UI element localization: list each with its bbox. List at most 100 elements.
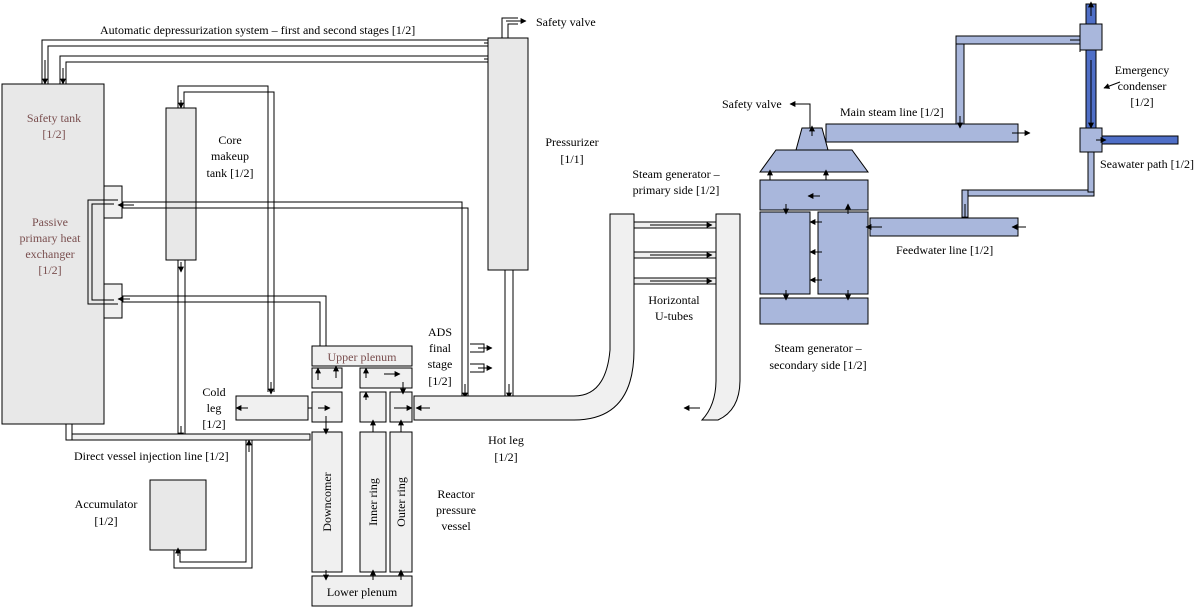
sg-downcomer-section xyxy=(759,211,811,295)
label-inner-ring: Inner ring xyxy=(366,478,380,526)
accumulator xyxy=(149,479,207,551)
emergency-condenser-top xyxy=(1079,23,1103,51)
upper-plenum xyxy=(311,345,413,367)
label-pressurizer: Pressurizer xyxy=(545,135,598,149)
ads-line-2-inner xyxy=(65,61,488,84)
ads-line-1-inner xyxy=(47,45,488,84)
label-safety-tank: Safety tank xyxy=(27,111,81,125)
dvi-line-inner xyxy=(71,424,310,435)
label-main-steam: Main steam line [1/2] xyxy=(840,105,944,119)
label-ads-final-1: ADS xyxy=(428,325,452,339)
label-phx-1: Passive xyxy=(32,215,68,229)
phx-outlet-inner xyxy=(122,301,321,356)
label-phx-4: [1/2] xyxy=(38,263,61,277)
phx-outlet-outer xyxy=(122,295,327,356)
label-cmt-2: makeup xyxy=(211,149,249,163)
label-upper-plenum: Upper plenum xyxy=(328,350,398,364)
label-cold-leg-2: leg xyxy=(207,401,222,415)
upper-plenum-left xyxy=(311,367,343,389)
label-accumulator-count: [1/2] xyxy=(94,514,117,528)
condensate-return-fill-2 xyxy=(1087,151,1095,193)
label-phx-2: primary heat xyxy=(20,231,82,245)
label-rpv-1: Reactor xyxy=(437,487,474,501)
label-emergency-condenser-3: [1/2] xyxy=(1130,95,1153,109)
label-cold-leg-1: Cold xyxy=(202,385,225,399)
seawater-path xyxy=(1101,135,1179,145)
feedwater-line xyxy=(869,217,1019,237)
phx-tube-bundle xyxy=(87,199,118,305)
dvi-line-fill xyxy=(71,433,311,441)
label-ads-final-3: stage xyxy=(428,357,453,371)
label-cmt-1: Core xyxy=(218,133,241,147)
label-feedwater: Feedwater line [1/2] xyxy=(896,243,993,257)
inner-ring-top xyxy=(359,391,387,423)
acc-line-outer xyxy=(173,440,253,569)
label-sg-secondary-2: secondary side [1/2] xyxy=(769,358,866,372)
ads-line-1-outer xyxy=(41,39,488,84)
condensate-return-inner xyxy=(967,152,1095,218)
label-downcomer: Downcomer xyxy=(320,472,334,531)
sg-dome-base xyxy=(759,149,869,173)
sg-safety-valve-line xyxy=(796,103,811,128)
label-rpv-2: pressure xyxy=(436,503,476,517)
steam-riser-fill-2 xyxy=(955,35,1083,45)
pzr-safety-valve-line xyxy=(501,17,518,38)
hot-leg xyxy=(413,213,635,421)
phx-tube-bundle-inner xyxy=(91,203,114,301)
label-ads-final-4: [1/2] xyxy=(428,374,451,388)
label-emergency-condenser-1: Emergency xyxy=(1115,63,1169,77)
label-emergency-condenser-2: condenser xyxy=(1118,79,1167,93)
label-hot-leg-1: Hot leg xyxy=(488,433,524,447)
pzr-safety-valve-line-inner xyxy=(507,23,518,38)
label-hot-leg-2: [1/2] xyxy=(494,450,517,464)
label-sg-secondary-1: Steam generator – xyxy=(774,341,862,355)
label-cold-leg-3: [1/2] xyxy=(202,417,225,431)
sg-upper-section xyxy=(759,179,869,211)
label-seawater: Seawater path [1/2] xyxy=(1100,157,1194,171)
label-cmt-3: tank [1/2] xyxy=(207,166,254,180)
label-lower-plenum: Lower plenum xyxy=(327,585,398,599)
safety-tank xyxy=(1,83,105,425)
lower-plenum xyxy=(311,575,413,607)
label-ads-final-2: final xyxy=(429,341,452,355)
ads-line-2-outer xyxy=(59,55,488,84)
core-makeup-tank xyxy=(165,107,197,261)
label-safety-valve-sg: Safety valve xyxy=(722,97,782,111)
emergency-condenser-pointer xyxy=(1103,81,1121,89)
steam-to-condenser-inner xyxy=(963,43,1082,124)
label-safety-tank-count: [1/2] xyxy=(42,127,65,141)
label-phx-3: exchanger xyxy=(25,247,74,261)
sg-riser-section xyxy=(817,211,869,295)
steam-riser-fill xyxy=(955,35,965,125)
outer-ring-top xyxy=(389,391,413,423)
acc-line-inner xyxy=(179,440,247,563)
label-u-tubes-1: Horizontal xyxy=(648,293,700,307)
sg-dome-top xyxy=(795,127,829,151)
label-dvi: Direct vessel injection line [1/2] xyxy=(74,449,229,463)
phx-inlet-inner xyxy=(122,207,469,396)
label-sg-primary-1: Steam generator – xyxy=(632,167,720,181)
label-rpv-3: vessel xyxy=(441,519,471,533)
phx-inlet-outer xyxy=(122,201,463,396)
condensate-return-outer xyxy=(961,152,1089,218)
label-accumulator: Accumulator xyxy=(75,497,138,511)
label-u-tubes-2: U-tubes xyxy=(655,309,693,323)
sg-lower-section xyxy=(759,297,869,325)
label-safety-valve-pzr: Safety valve xyxy=(536,15,596,29)
downcomer xyxy=(311,431,343,573)
condensate-return-fill xyxy=(961,189,1095,197)
sg-primary-outlet xyxy=(700,213,741,421)
label-ads-line: Automatic depressurization system – firs… xyxy=(100,23,415,37)
main-steam-line xyxy=(825,123,1019,143)
cmt-balance-line-outer xyxy=(177,85,269,392)
phx-upper-nozzle xyxy=(103,185,123,219)
phx-lower-nozzle xyxy=(103,283,123,319)
label-outer-ring: Outer ring xyxy=(394,477,408,527)
pressurizer xyxy=(487,37,529,271)
upper-plenum-right xyxy=(359,367,413,389)
cmt-balance-line-inner xyxy=(183,91,275,392)
label-pressurizer-count: [1/1] xyxy=(560,152,583,166)
label-sg-primary-2: primary side [1/2] xyxy=(633,183,720,197)
